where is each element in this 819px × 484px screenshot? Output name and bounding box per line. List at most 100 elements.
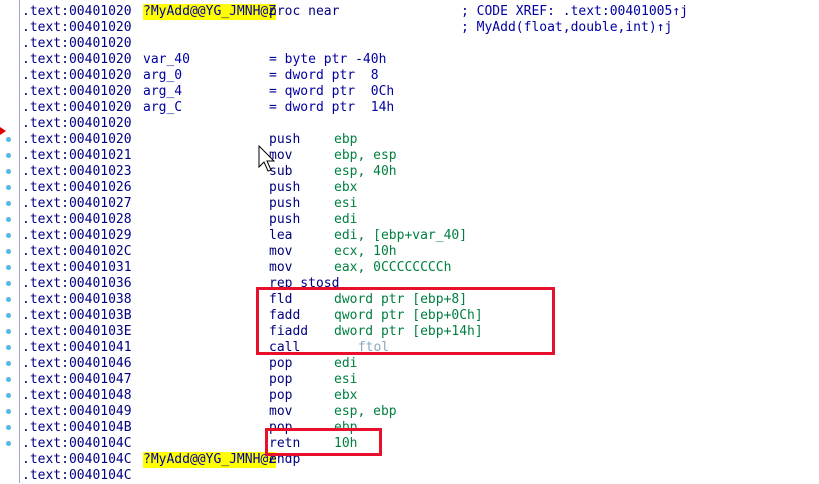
breakpoint-dot-icon[interactable] bbox=[6, 441, 11, 446]
code-line[interactable]: .text:0040103B fadd qword ptr [ebp+0Ch] bbox=[0, 308, 819, 324]
operand: edi bbox=[334, 356, 358, 371]
breakpoint-dot-icon[interactable] bbox=[6, 249, 11, 254]
operand: ebx bbox=[334, 180, 358, 195]
code-line[interactable]: .text:00401020 bbox=[0, 116, 819, 132]
symbol-label[interactable]: arg_4 bbox=[143, 84, 183, 99]
mnemonic: lea bbox=[269, 228, 293, 243]
stack-var-definition: = dword ptr 14h bbox=[269, 100, 395, 115]
line-address: .text:00401020 bbox=[22, 116, 132, 131]
code-line[interactable]: .text:00401020 bbox=[0, 36, 819, 52]
breakpoint-dot-icon[interactable] bbox=[6, 233, 11, 238]
operand: esi bbox=[334, 372, 358, 387]
operand: esp, 40h bbox=[334, 164, 397, 179]
retn-instruction-highlight bbox=[265, 428, 382, 456]
line-address: .text:00401047 bbox=[22, 372, 132, 387]
line-address: .text:00401020 bbox=[22, 100, 132, 115]
breakpoint-dot-icon[interactable] bbox=[6, 201, 11, 206]
execution-arrow-icon bbox=[0, 127, 6, 135]
breakpoint-dot-icon[interactable] bbox=[6, 137, 11, 142]
breakpoint-dot-icon[interactable] bbox=[6, 297, 11, 302]
mnemonic: retn bbox=[269, 436, 301, 451]
symbol-label[interactable]: ?MyAdd@@YG_JMNH@Z bbox=[143, 4, 277, 20]
line-address: .text:00401048 bbox=[22, 388, 132, 403]
breakpoint-dot-icon[interactable] bbox=[6, 153, 11, 158]
operand: _ftol bbox=[350, 340, 390, 355]
code-line[interactable]: .text:00401049 mov esp, ebp bbox=[0, 404, 819, 420]
breakpoint-dot-icon[interactable] bbox=[6, 185, 11, 190]
line-address: .text:0040102C bbox=[22, 244, 132, 259]
breakpoint-dot-icon[interactable] bbox=[6, 377, 11, 382]
line-address: .text:00401023 bbox=[22, 164, 132, 179]
gutter-separator bbox=[19, 0, 20, 483]
mnemonic: pop bbox=[269, 372, 293, 387]
operand: dword ptr [ebp+14h] bbox=[334, 324, 483, 339]
fpu-instructions-highlight bbox=[256, 287, 555, 355]
operand: eax, 0CCCCCCCCh bbox=[334, 260, 452, 275]
operand: qword ptr [ebp+0Ch] bbox=[334, 308, 483, 323]
line-address: .text:00401020 bbox=[22, 84, 132, 99]
breakpoint-dot-icon[interactable] bbox=[6, 281, 11, 286]
operand: ecx, 10h bbox=[334, 244, 397, 259]
mnemonic: proc near bbox=[269, 4, 340, 19]
line-address: .text:0040103E bbox=[22, 324, 132, 339]
mnemonic: fadd bbox=[269, 308, 301, 323]
stack-var-definition: = byte ptr -40h bbox=[269, 52, 387, 67]
xref-comment: ; CODE XREF: .text:00401005↑j bbox=[461, 4, 688, 19]
mnemonic: fld bbox=[269, 292, 293, 307]
breakpoint-dot-icon[interactable] bbox=[6, 393, 11, 398]
breakpoint-dot-icon[interactable] bbox=[6, 361, 11, 366]
line-address: .text:00401049 bbox=[22, 404, 132, 419]
breakpoint-dot-icon[interactable] bbox=[6, 409, 11, 414]
code-line[interactable]: .text:00401020; MyAdd(float,double,int)↑… bbox=[0, 20, 819, 36]
code-line[interactable]: .text:0040102C mov ecx, 10h bbox=[0, 244, 819, 260]
code-line[interactable]: .text:00401020 arg_C = dword ptr 14h bbox=[0, 100, 819, 116]
line-address: .text:00401028 bbox=[22, 212, 132, 227]
breakpoint-dot-icon[interactable] bbox=[6, 329, 11, 334]
breakpoint-dot-icon[interactable] bbox=[6, 169, 11, 174]
line-address: .text:00401020 bbox=[22, 36, 132, 51]
symbol-label[interactable]: arg_0 bbox=[143, 68, 183, 83]
line-address: .text:00401020 bbox=[22, 132, 132, 147]
mouse-pointer-icon bbox=[258, 145, 276, 172]
line-address: .text:00401020 bbox=[22, 20, 132, 35]
breakpoint-dot-icon[interactable] bbox=[6, 265, 11, 270]
breakpoint-dot-icon[interactable] bbox=[6, 217, 11, 222]
breakpoint-dot-icon[interactable] bbox=[6, 313, 11, 318]
breakpoint-dot-icon[interactable] bbox=[6, 425, 11, 430]
code-line[interactable]: .text:00401047 pop esi bbox=[0, 372, 819, 388]
operand: edi, [ebp+var_40] bbox=[334, 228, 468, 243]
mnemonic: push bbox=[269, 180, 301, 195]
symbol-label[interactable]: ?MyAdd@@YG_JMNH@Z bbox=[143, 452, 277, 468]
operand: ebp, esp bbox=[334, 148, 397, 163]
mnemonic: mov bbox=[269, 244, 293, 259]
symbol-label[interactable]: arg_C bbox=[143, 100, 183, 115]
operand: esp, ebp bbox=[334, 404, 397, 419]
code-line[interactable]: .text:0040104C bbox=[0, 468, 819, 484]
symbol-label[interactable]: var_40 bbox=[143, 52, 190, 67]
mnemonic: mov bbox=[269, 404, 293, 419]
mnemonic: pop bbox=[269, 388, 293, 403]
line-address: .text:0040103B bbox=[22, 308, 132, 323]
breakpoint-dot-icon[interactable] bbox=[6, 345, 11, 350]
